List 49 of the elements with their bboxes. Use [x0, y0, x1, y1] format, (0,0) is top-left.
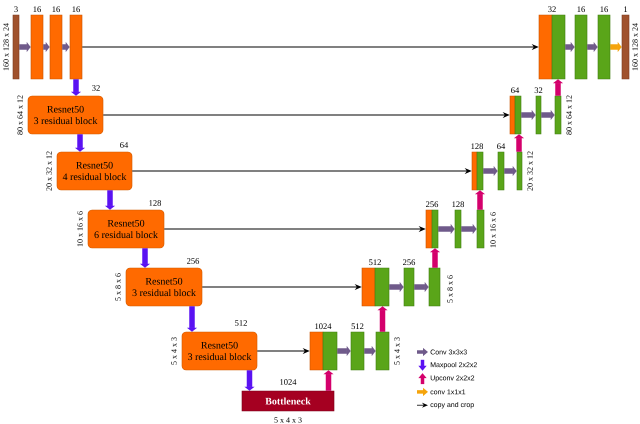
size-label: 5 x 8 x 6 [115, 273, 121, 301]
channel-count: 128 [471, 143, 484, 150]
size-label: 5 x 8 x 6 [447, 275, 453, 303]
channel-count: 32 [548, 6, 556, 12]
channel-count: 256 [403, 259, 416, 266]
channel-count: 16 [52, 6, 60, 12]
channel-count: 16 [72, 6, 80, 12]
feature-map-bar [362, 268, 376, 306]
size-label: 160 x 128 x 24 [632, 23, 638, 70]
channel-count: 128 [452, 201, 464, 208]
resnet-block: Resnet50 3 residual block [182, 332, 258, 370]
channel-count: 1024 [280, 379, 296, 385]
feature-map-bar [426, 210, 432, 248]
resnet-block: Resnet50 6 residual block [88, 210, 164, 248]
channel-count: 32 [534, 87, 542, 94]
size-label: 20 x 32 x 12 [46, 151, 52, 191]
feature-map-bar [538, 14, 552, 80]
channel-count: 32 [92, 85, 100, 91]
channel-count: 512 [352, 323, 364, 330]
size-label: 10 x 16 x 6 [490, 212, 496, 248]
channel-count: 16 [578, 6, 585, 12]
bottleneck-block: Bottleneck [242, 390, 334, 412]
size-label: 5 x 4 x 3 [171, 337, 177, 365]
channel-count: 1024 [315, 323, 332, 330]
channel-count: 64 [120, 142, 128, 148]
channel-count: 512 [369, 259, 381, 266]
size-label: 5 x 4 x 3 [274, 417, 302, 423]
channel-count: 512 [235, 320, 247, 326]
channel-count: 16 [600, 6, 608, 12]
feature-map-bar [472, 152, 478, 190]
channel-count: 256 [426, 201, 438, 208]
channel-count: 3 [14, 6, 18, 12]
feature-map-bar [310, 332, 324, 370]
resnet-block: Resnet50 4 residual block [56, 152, 132, 190]
channel-count: 128 [149, 200, 162, 206]
channel-count: 64 [497, 143, 506, 150]
channel-count: 1 [624, 6, 628, 12]
channel-count: 64 [511, 87, 520, 94]
resnet-block: Resnet50 3 residual block [126, 268, 202, 306]
size-label: 80 x 64 x 12 [566, 95, 572, 135]
channel-count: 256 [187, 258, 200, 264]
resnet-block: Resnet50 3 residual block [28, 96, 104, 134]
size-label: 5 x 4 x 3 [394, 337, 400, 365]
size-label: 80 x 64 x 12 [17, 95, 23, 135]
feature-map-bar [510, 96, 516, 134]
size-label: 10 x 16 x 6 [77, 211, 83, 246]
channel-count: 16 [34, 6, 41, 12]
size-label: 20 x 32 x 12 [527, 151, 533, 191]
size-label: 160 x 128 x 24 [3, 23, 9, 70]
